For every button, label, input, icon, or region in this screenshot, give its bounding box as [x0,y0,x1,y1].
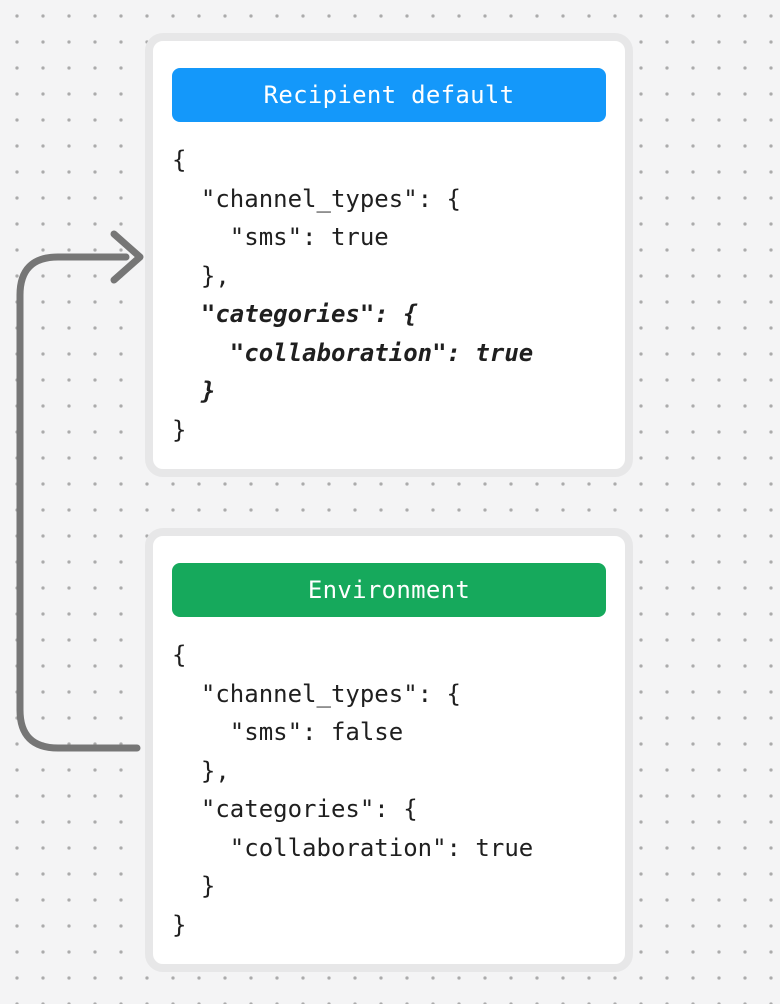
flow-arrow-shaft [16,253,141,752]
code-line: "sms": true [172,223,389,251]
recipient-default-title-badge: Recipient default [172,68,606,122]
code-line: }, [172,261,230,290]
code-line: { [172,641,187,669]
code-line: "collaboration": true [172,833,534,862]
code-line: } [172,415,187,444]
recipient-default-card: Recipient default { "channel_types": { "… [145,33,633,477]
environment-card: Environment { "channel_types": { "sms": … [145,528,633,972]
code-line: } [172,910,187,939]
code-line: { [172,146,187,174]
code-line: } [172,872,216,900]
code-line: "categories": { [172,300,418,328]
code-line: } [172,377,216,405]
recipient-default-json-code: { "channel_types": { "sms": true }, "cat… [172,141,606,449]
code-line: "sms": false [172,718,404,746]
code-line: "channel_types": { [172,184,461,213]
code-line: "categories": { [172,795,418,823]
environment-json-code: { "channel_types": { "sms": false }, "ca… [172,636,606,944]
code-line: "collaboration": true [172,338,534,367]
environment-title-badge: Environment [172,563,606,617]
code-line: }, [172,756,230,785]
arrowhead-icon [110,230,144,284]
code-line: "channel_types": { [172,679,461,708]
